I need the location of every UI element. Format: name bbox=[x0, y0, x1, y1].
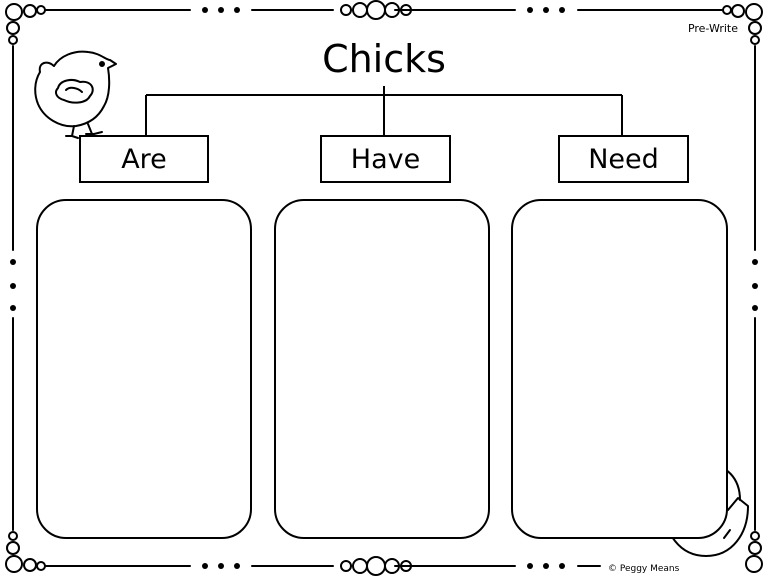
category-label-are: Are bbox=[79, 135, 209, 183]
worksheet-title: Chicks bbox=[322, 37, 446, 81]
border-circles bbox=[5, 0, 763, 576]
copyright-notice: © Peggy Means bbox=[608, 564, 680, 574]
category-label-have: Have bbox=[320, 135, 451, 183]
border-dots bbox=[10, 7, 758, 569]
category-label-need: Need bbox=[558, 135, 689, 183]
chick-icon bbox=[34, 50, 117, 139]
connector-lines bbox=[145, 86, 623, 135]
writing-area-have[interactable] bbox=[274, 199, 490, 539]
writing-area-need[interactable] bbox=[511, 199, 728, 539]
writing-area-are[interactable] bbox=[36, 199, 252, 539]
page-frame bbox=[12, 9, 756, 567]
worksheet-tag: Pre-Write bbox=[687, 22, 738, 35]
